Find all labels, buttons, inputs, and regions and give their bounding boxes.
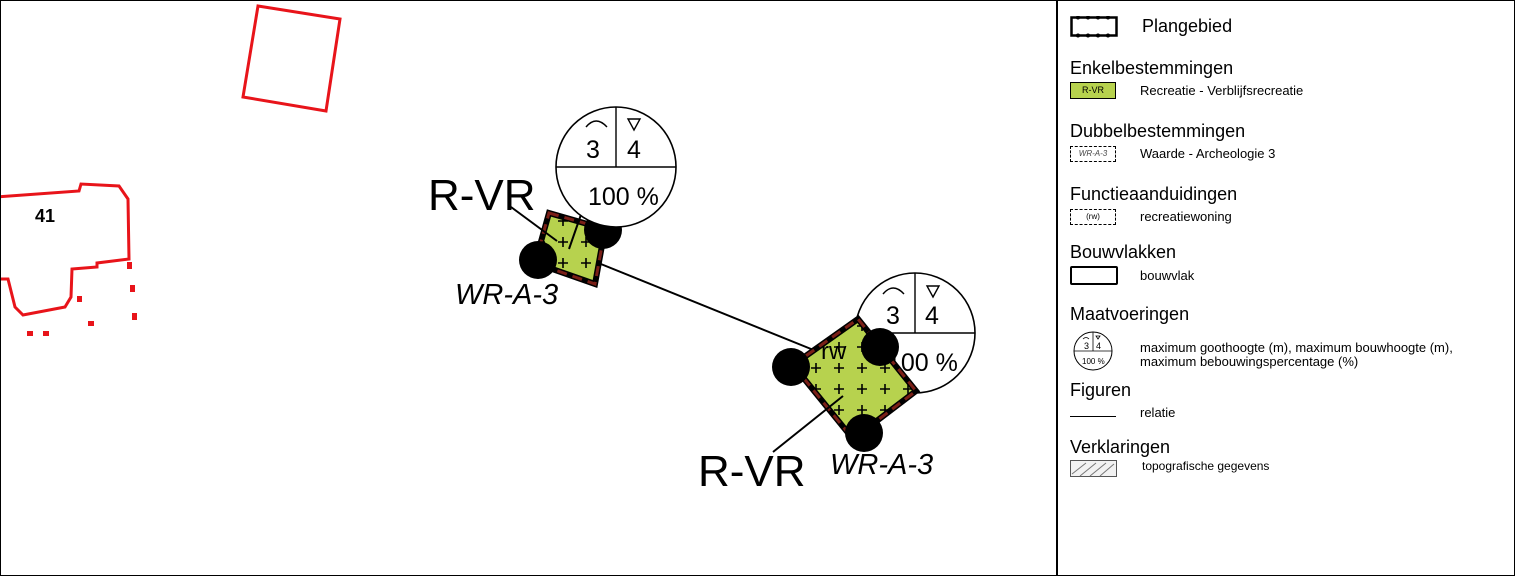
legend-dubbel-heading: Dubbelbestemmingen: [1070, 121, 1246, 141]
topo-building-outline: [241, 4, 342, 113]
gutter-height-icon: [585, 120, 608, 128]
recreation-swatch: R-VR: [1070, 82, 1116, 99]
plot-2-plus-pattern: [793, 319, 916, 439]
legend-enkel-heading: Enkelbestemmingen: [1070, 58, 1234, 78]
archeology-swatch: WR-A-3: [1070, 146, 1116, 162]
legend-bouwvlak-text: bouwvlak: [1140, 268, 1195, 283]
svg-text:4: 4: [627, 136, 641, 164]
plot-2-zone-label: R-VR: [698, 447, 806, 496]
legend-figuren-text: relatie: [1140, 405, 1176, 420]
legend-bouwvlak-heading: Bouwvlakken: [1070, 242, 1177, 262]
plot-1-label-leader: [510, 206, 558, 242]
svg-text:100 %: 100 %: [588, 183, 659, 211]
building-height-icon: [626, 118, 642, 132]
plot-2-label-leader: [772, 395, 844, 453]
topo-house-outline: [1, 182, 131, 317]
bouwvlak-swatch: [1070, 266, 1118, 285]
legend-verkl-text: topografische gegevens: [1142, 459, 1270, 473]
topo-dotted-fence: [27, 262, 137, 336]
map-view[interactable]: 41 R-VR WR-A-3 3 4 100 %: [1, 1, 1056, 574]
plot-1[interactable]: R-VR WR-A-3 3 4 100 %: [428, 106, 677, 311]
svg-text:100 %: 100 %: [1082, 357, 1105, 366]
relation-line-swatch: [1070, 416, 1116, 417]
plot-2-marker-a: [772, 348, 810, 386]
map-canvas[interactable]: 41 R-VR WR-A-3 3 4 100 %: [1, 1, 1056, 574]
topography-swatch: [1070, 460, 1117, 477]
legend-enkel-text: Recreatie - Verblijfsrecreatie: [1140, 83, 1304, 98]
plot-2-function-label: rw: [821, 338, 847, 365]
svg-text:4: 4: [925, 302, 939, 330]
building-height-icon: [925, 285, 941, 299]
plot-1-archeology-label: WR-A-3: [455, 279, 558, 311]
plot-1-zone-label: R-VR: [428, 171, 536, 220]
svg-text:3: 3: [586, 136, 600, 164]
map-legend: Plangebied Enkelbestemmingen R-VR Recrea…: [1058, 0, 1514, 575]
legend-functie-heading: Functieaanduidingen: [1070, 184, 1238, 204]
gutter-height-icon: [882, 287, 905, 295]
plot-2-marker-c: [845, 414, 883, 452]
legend-verkl-heading: Verklaringen: [1070, 437, 1171, 457]
plot-1-measurement-symbol: 3 4 100 %: [555, 106, 677, 228]
svg-text:3: 3: [1084, 341, 1089, 351]
legend-dubbel-text: Waarde - Archeologie 3: [1140, 146, 1276, 161]
measurement-symbol-icon: 3 4 100 %: [1073, 331, 1113, 371]
plot-2[interactable]: 3 4 100 % rw R-VR WR-A-3: [698, 272, 976, 496]
plot-2-marker-b: [861, 328, 899, 366]
house-number: 41: [35, 206, 55, 226]
plot-2-archeology-label: WR-A-3: [830, 449, 933, 481]
legend-figuren-heading: Figuren: [1070, 380, 1132, 400]
plot-2-building-plane-inner: [790, 316, 919, 442]
svg-text:4: 4: [1096, 341, 1101, 351]
legend-maat-text: maximum goothoogte (m), maximum bouwhoog…: [1140, 340, 1453, 369]
plot-1-marker-b: [519, 241, 557, 279]
legend-functie-text: recreatiewoning: [1140, 209, 1232, 224]
svg-text:3: 3: [886, 302, 900, 330]
legend-maat-heading: Maatvoeringen: [1070, 304, 1190, 324]
legend-divider: [1056, 0, 1058, 576]
plangebied-symbol: [1070, 16, 1118, 38]
function-swatch: (rw): [1070, 209, 1116, 225]
legend-plangebied: Plangebied: [1142, 16, 1233, 36]
relation-line: [580, 255, 822, 354]
